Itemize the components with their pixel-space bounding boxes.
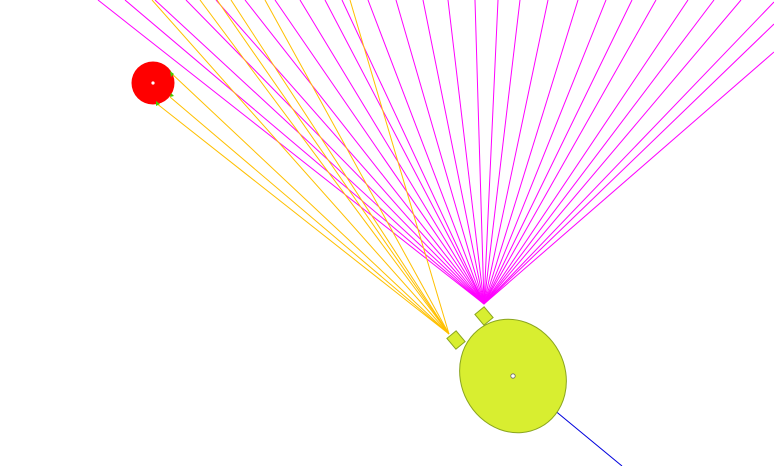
sensor-ray — [483, 0, 579, 305]
sensor-ray — [341, 0, 485, 305]
agent — [446, 306, 567, 434]
sensor-ray — [215, 0, 485, 305]
target-marker — [156, 101, 160, 106]
side-sensor — [446, 330, 466, 350]
target-center-point — [151, 81, 155, 85]
target-ray — [230, 0, 450, 335]
target-marker — [170, 71, 174, 77]
target — [131, 61, 175, 106]
sensor-ray — [154, 0, 485, 305]
sensor-ray — [483, 0, 715, 305]
target-ray-bundle — [151, 0, 450, 335]
sensor-ray — [483, 0, 742, 305]
sensor-ray — [483, 0, 657, 305]
agent-center-point — [510, 373, 516, 379]
target-marker — [170, 93, 174, 97]
sensor-ray — [483, 0, 607, 305]
target-ray — [169, 96, 450, 335]
sensor-ray — [483, 1, 774, 305]
sensor-ray — [474, 0, 485, 305]
sensor-ray — [483, 0, 521, 305]
target-ray — [151, 0, 450, 335]
sensor-ray — [324, 0, 485, 305]
sensor-ray — [483, 23, 774, 305]
sensor-ray — [395, 0, 485, 305]
sensor-ray — [244, 0, 485, 305]
target-ray — [169, 71, 450, 335]
target-ray — [155, 102, 450, 335]
sensor-ray — [483, 0, 633, 305]
sensor-ray — [274, 0, 485, 305]
sensor-ray — [124, 0, 485, 305]
target-ray — [264, 0, 450, 335]
sensor-ray — [299, 0, 485, 305]
sensor-ray — [483, 0, 549, 305]
sensor-ray — [367, 0, 485, 305]
sensor-ray — [483, 0, 499, 305]
target-ray — [349, 0, 450, 335]
camera-sensor — [474, 306, 494, 326]
target-ray — [216, 0, 450, 335]
sensor-ray — [483, 0, 689, 305]
sensor-ray-fan — [97, 0, 774, 305]
target-ray — [199, 0, 450, 335]
sensor-ray — [185, 0, 485, 305]
sensor-ray — [97, 0, 485, 305]
sensor-ray — [422, 0, 485, 305]
sensor-ray — [447, 0, 485, 305]
sensor-ray — [483, 51, 774, 305]
